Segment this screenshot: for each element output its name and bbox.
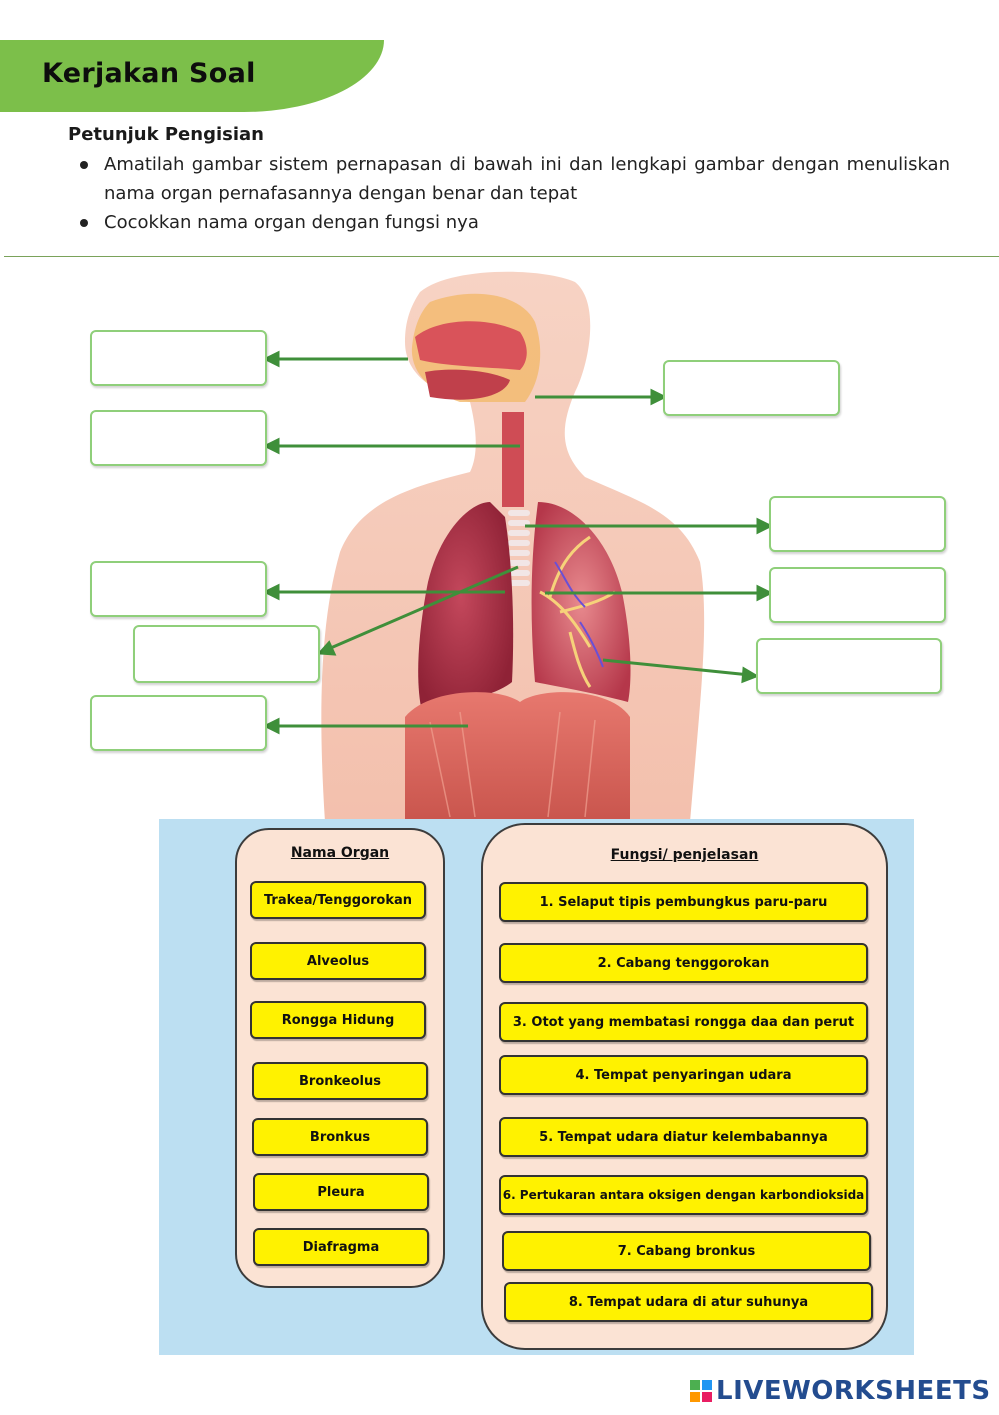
- instruction-text: Cocokkan nama organ dengan fungsi nya: [104, 212, 479, 233]
- organ-item[interactable]: Trakea/Tenggorokan: [250, 881, 426, 919]
- instruction-item: Cocokkan nama organ dengan fungsi nya: [80, 208, 950, 237]
- organ-item[interactable]: Alveolus: [250, 942, 426, 980]
- function-item[interactable]: 5. Tempat udara diatur kelembabannya: [499, 1117, 868, 1157]
- liveworksheets-logo-icon: [690, 1380, 712, 1402]
- function-item[interactable]: 6. Pertukaran antara oksigen dengan karb…: [499, 1175, 868, 1215]
- blood-vessels: [554, 561, 604, 668]
- answer-box-4[interactable]: [769, 496, 946, 552]
- function-item[interactable]: 4. Tempat penyaringan udara: [499, 1055, 868, 1095]
- mouth-shape: [425, 369, 510, 400]
- arrow-nasal-head: [262, 350, 280, 368]
- answer-box-9[interactable]: [90, 695, 267, 751]
- function-item[interactable]: 8. Tempat udara di atur suhunya: [504, 1282, 873, 1322]
- bullet-icon: [80, 219, 88, 227]
- organ-item[interactable]: Diafragma: [253, 1228, 429, 1266]
- function-item[interactable]: 1. Selaput tipis pembungkus paru-paru: [499, 882, 868, 922]
- answer-box-8[interactable]: [756, 638, 942, 694]
- function-item[interactable]: 3. Otot yang membatasi rongga daa dan pe…: [499, 1002, 868, 1042]
- arrow-alveolus: [602, 658, 751, 677]
- liveworksheets-logo: LIVEWORKSHEETS: [690, 1376, 991, 1406]
- arrow-larynx-head: [650, 388, 668, 406]
- arrow-alveolus-head: [741, 666, 760, 684]
- organ-item[interactable]: Bronkus: [252, 1118, 428, 1156]
- trachea-shape: [502, 412, 524, 507]
- answer-box-1[interactable]: [90, 330, 267, 386]
- arrow-pleura-head: [316, 640, 337, 656]
- diaphragm-fibers: [429, 711, 596, 818]
- organ-column-title: Nama Organ: [290, 845, 390, 861]
- function-item[interactable]: 2. Cabang tenggorokan: [499, 943, 868, 983]
- function-column-title: Fungsi/ penjelasan: [610, 847, 759, 863]
- instruction-text: Amatilah gambar sistem pernapasan di baw…: [104, 154, 950, 204]
- function-item[interactable]: 7. Cabang bronkus: [502, 1231, 871, 1271]
- arrow-bronchiole-head: [756, 584, 774, 602]
- respiratory-illustration: [262, 271, 774, 822]
- nasal-mucosa-shape: [415, 321, 527, 370]
- liveworksheets-wordmark: LIVEWORKSHEETS: [716, 1376, 991, 1406]
- label-arrows: [262, 350, 774, 735]
- bullet-icon: [80, 161, 88, 169]
- instruction-item: Amatilah gambar sistem pernapasan di baw…: [80, 150, 950, 208]
- matching-panel: Nama Organ Trakea/Tenggorokan Alveolus R…: [159, 819, 914, 1355]
- organ-item[interactable]: Rongga Hidung: [250, 1001, 426, 1039]
- arrow-throat-head: [262, 437, 280, 455]
- instructions-list: Amatilah gambar sistem pernapasan di baw…: [80, 150, 950, 237]
- arrow-trachea-head: [756, 517, 774, 535]
- page-title: Kerjakan Soal: [42, 58, 256, 89]
- arrow-bronchus-head: [262, 583, 280, 601]
- respiratory-diagram: [0, 262, 999, 822]
- answer-box-6[interactable]: [769, 567, 946, 623]
- answer-box-3[interactable]: [663, 360, 840, 416]
- instructions-title: Petunjuk Pengisian: [68, 124, 264, 145]
- diaphragm-shape: [405, 692, 630, 822]
- trachea-rings: [508, 510, 530, 586]
- header-banner: [0, 40, 384, 112]
- arrow-diaphragm-head: [262, 717, 280, 735]
- arrow-pleura: [325, 565, 519, 652]
- answer-box-2[interactable]: [90, 410, 267, 466]
- organ-item[interactable]: Bronkeolus: [252, 1062, 428, 1100]
- organ-item[interactable]: Pleura: [253, 1173, 429, 1211]
- section-divider: [4, 256, 999, 257]
- answer-box-5[interactable]: [90, 561, 267, 617]
- answer-box-7[interactable]: [133, 625, 320, 683]
- left-lung-shape: [418, 502, 514, 712]
